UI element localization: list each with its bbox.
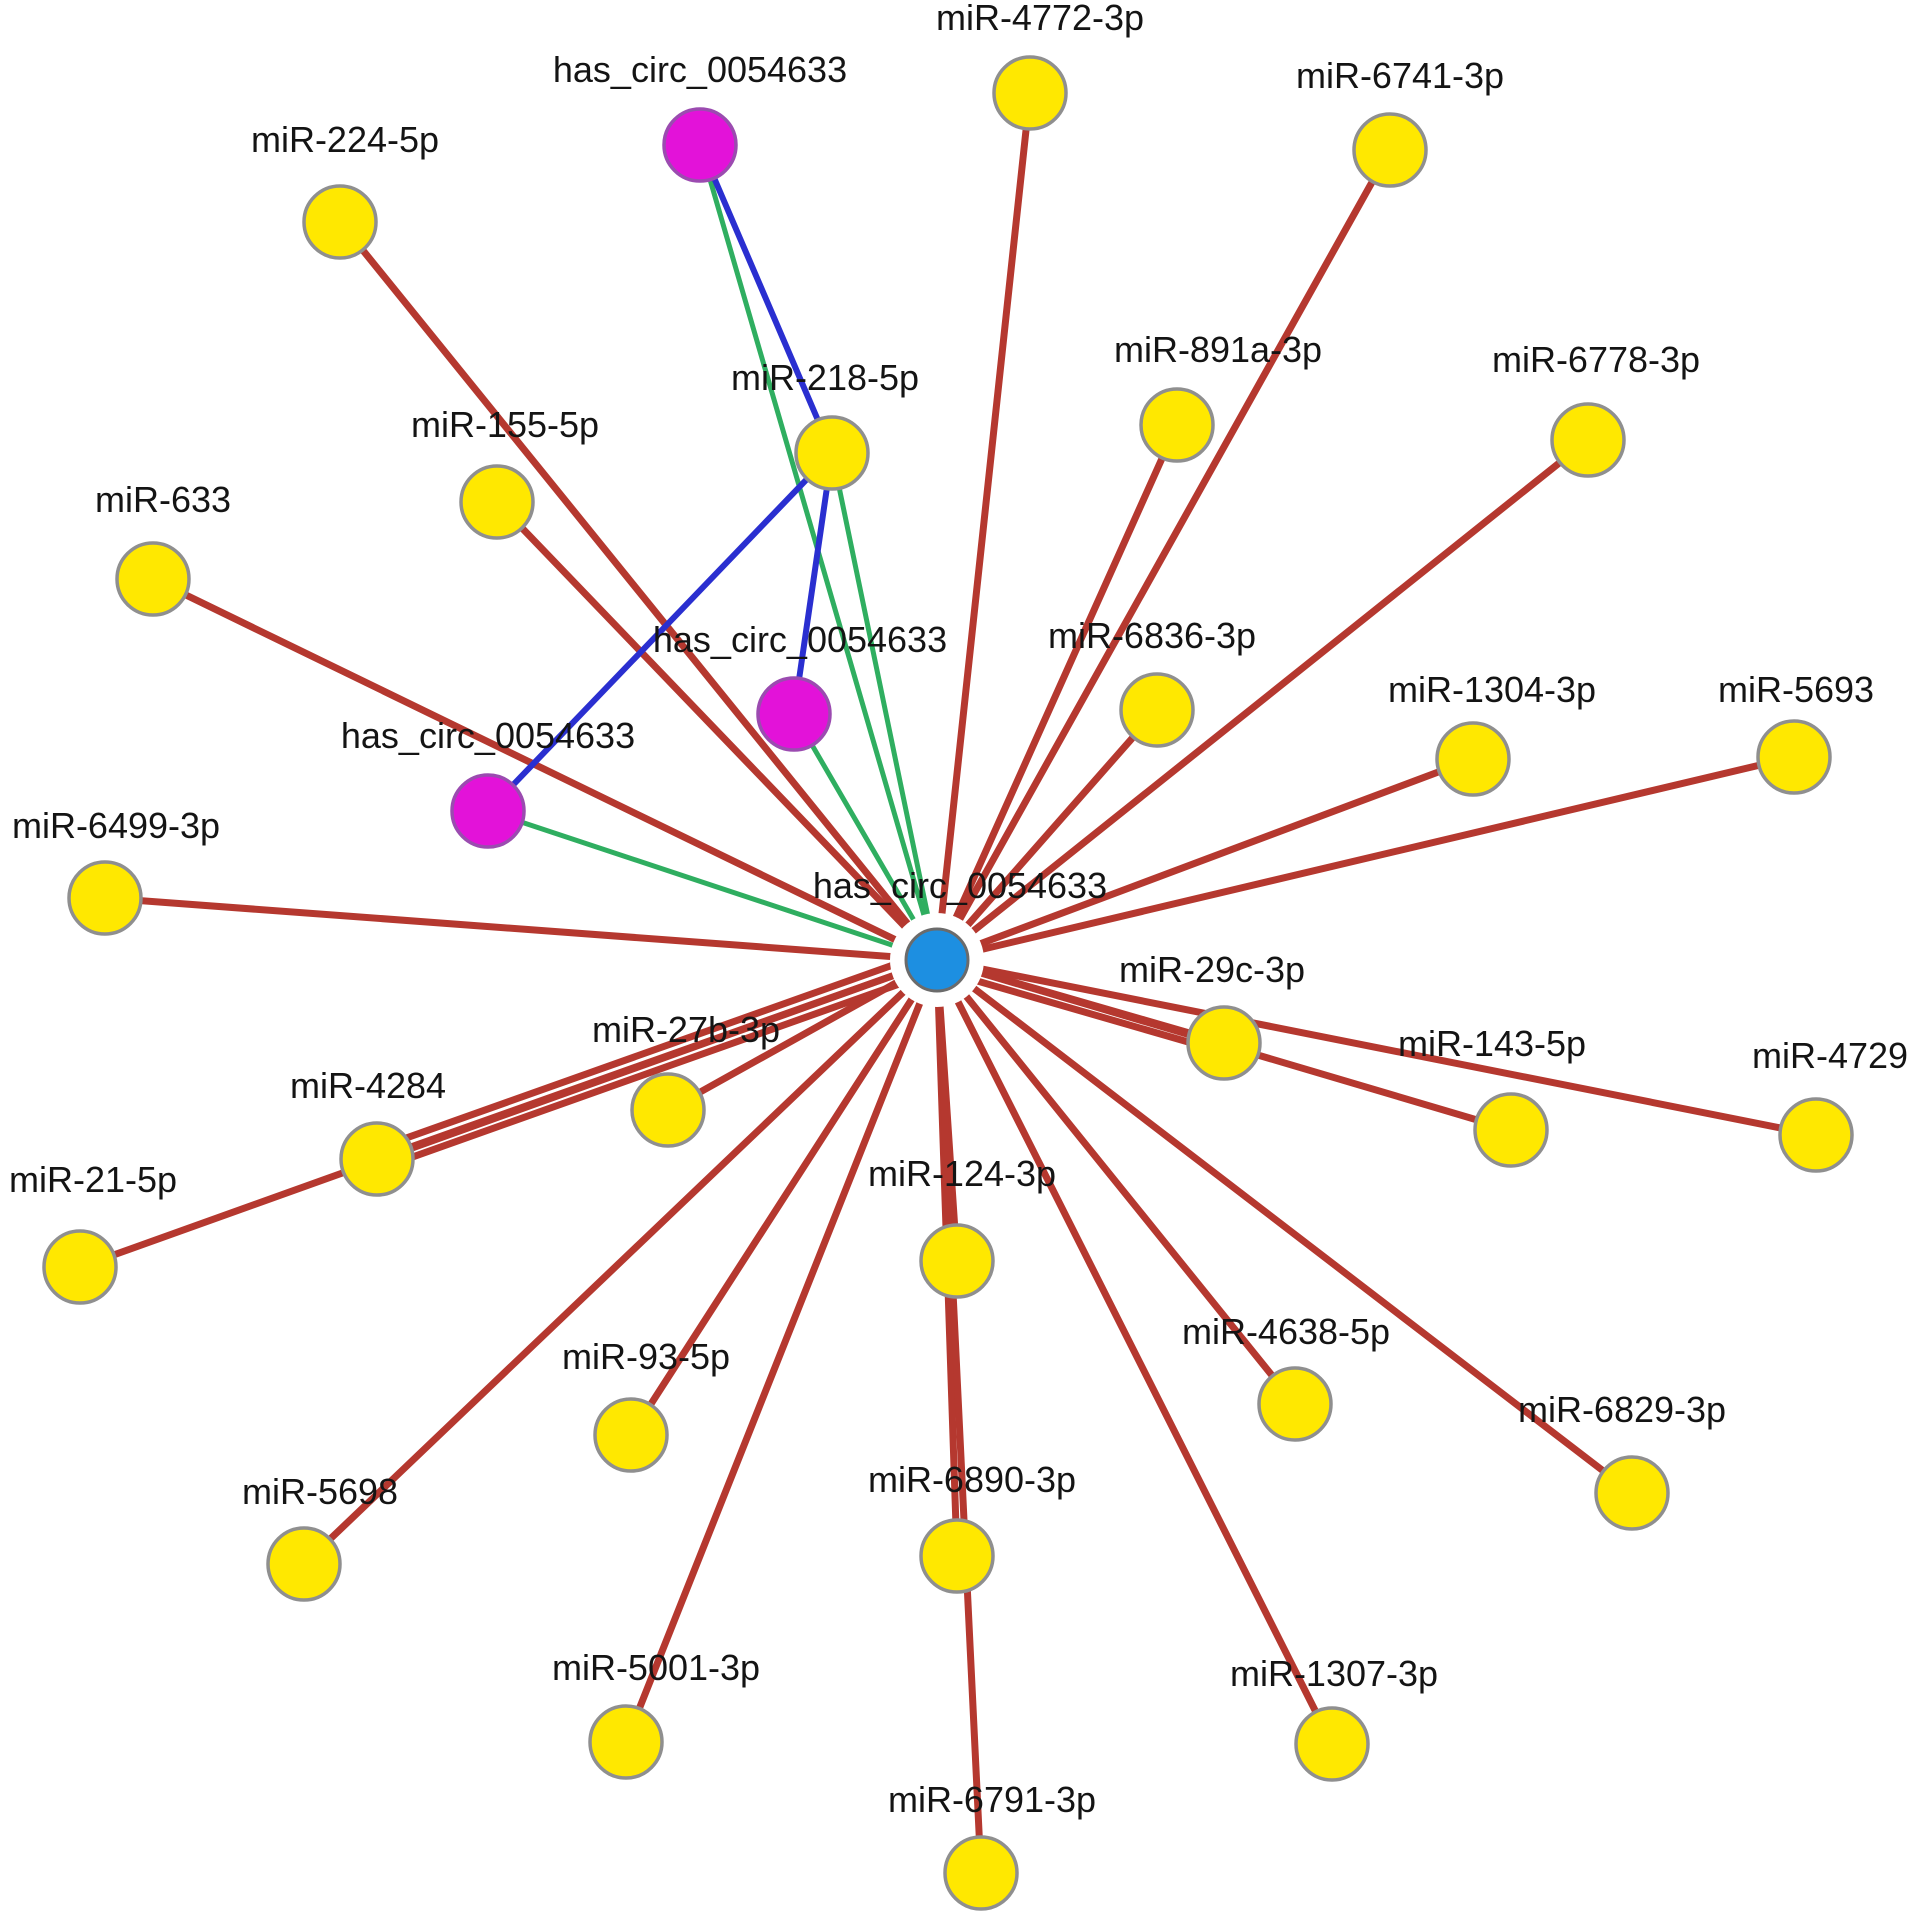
node-circ_top[interactable] — [662, 107, 738, 183]
node-m6778[interactable] — [1550, 402, 1626, 478]
edge-center-m6829-red — [933, 956, 1636, 1497]
edge-center-m6741-red — [933, 146, 1394, 964]
node-m5001[interactable] — [588, 1704, 664, 1780]
node-m21[interactable] — [42, 1229, 118, 1305]
node-m633[interactable] — [115, 541, 191, 617]
edge-circ_mid-m218-blue — [791, 450, 835, 717]
node-label-m143: miR-143-5p — [1398, 1023, 1586, 1064]
node-label-m93: miR-93-5p — [562, 1336, 730, 1377]
edge-center-m4772-red — [933, 89, 1034, 964]
node-m124[interactable] — [919, 1223, 995, 1299]
edge-center-m21-red — [76, 956, 941, 1271]
node-m5698[interactable] — [266, 1526, 342, 1602]
node-m4284[interactable] — [339, 1121, 415, 1197]
edge-center-m93-red — [627, 956, 941, 1439]
node-label-m1304: miR-1304-3p — [1388, 669, 1596, 710]
node-m6890[interactable] — [919, 1518, 995, 1594]
node-m6741[interactable] — [1352, 112, 1428, 188]
node-label-m6499: miR-6499-3p — [12, 805, 220, 846]
node-label-m218: miR-218-5p — [731, 357, 919, 398]
node-label-m29c: miR-29c-3p — [1119, 949, 1305, 990]
edge-center-m633-red — [149, 575, 941, 964]
node-m29c[interactable] — [1186, 1005, 1262, 1081]
node-label-m6778: miR-6778-3p — [1492, 339, 1700, 380]
edge-center-m891a-red — [933, 421, 1181, 964]
node-m93[interactable] — [593, 1397, 669, 1473]
node-m6791[interactable] — [943, 1835, 1019, 1911]
edge-center-m5698-red — [300, 956, 941, 1568]
node-m6836[interactable] — [1119, 672, 1195, 748]
node-m27b[interactable] — [630, 1072, 706, 1148]
node-label-m6791: miR-6791-3p — [888, 1779, 1096, 1820]
edge-center-m5693-red — [933, 753, 1798, 964]
edge-center-m5001-red — [622, 956, 941, 1746]
node-label-circ_mid: has_circ_0054633 — [653, 619, 947, 660]
edge-center-m1304-red — [933, 755, 1477, 964]
edge-center-m6791-red — [933, 956, 985, 1877]
node-m4638[interactable] — [1257, 1366, 1333, 1442]
node-label-m4729: miR-4729 — [1752, 1035, 1908, 1076]
node-label-m155: miR-155-5p — [411, 404, 599, 445]
node-m143[interactable] — [1473, 1092, 1549, 1168]
node-m891a[interactable] — [1139, 387, 1215, 463]
edge-center-m4284-red — [376, 965, 944, 1172]
node-label-m124: miR-124-3p — [868, 1153, 1056, 1194]
node-label-m4638: miR-4638-5p — [1182, 1311, 1390, 1352]
node-m6829[interactable] — [1594, 1455, 1670, 1531]
node-label-m6836: miR-6836-3p — [1048, 615, 1256, 656]
node-label-circ_top: has_circ_0054633 — [553, 49, 847, 90]
node-label-m6890: miR-6890-3p — [868, 1459, 1076, 1500]
edge-center-m224-red — [336, 218, 941, 964]
node-label-m21: miR-21-5p — [9, 1159, 177, 1200]
node-label-m633: miR-633 — [95, 479, 231, 520]
node-label-m891a: miR-891a-3p — [1114, 329, 1322, 370]
node-circ_mid[interactable] — [756, 676, 832, 752]
node-label-m4284: miR-4284 — [290, 1065, 446, 1106]
node-label-m5693: miR-5693 — [1718, 669, 1874, 710]
node-m5693[interactable] — [1756, 719, 1832, 795]
node-m4772[interactable] — [992, 55, 1068, 131]
edge-center-circ_left-green — [485, 808, 940, 963]
edge-center-m4284-red — [370, 947, 938, 1154]
edge-center-m29c-red — [930, 965, 1225, 1056]
node-label-circ_left: has_circ_0054633 — [341, 715, 635, 756]
node-label-m4772: miR-4772-3p — [936, 0, 1144, 38]
edge-center-circ_mid-green — [791, 711, 940, 963]
edge-circ_left-m218-blue — [485, 450, 835, 814]
node-m4729[interactable] — [1778, 1097, 1854, 1173]
node-m155[interactable] — [459, 464, 535, 540]
node-label-m27b: miR-27b-3p — [592, 1009, 780, 1050]
node-center[interactable] — [904, 927, 970, 993]
node-label-m6741: miR-6741-3p — [1296, 55, 1504, 96]
edge-center-m155-red — [493, 498, 941, 964]
node-label-m6829: miR-6829-3p — [1518, 1389, 1726, 1430]
edge-center-m4638-red — [933, 956, 1299, 1408]
edge-center-m4729-red — [933, 956, 1820, 1139]
node-label-m1307: miR-1307-3p — [1230, 1653, 1438, 1694]
edge-center-m6836-red — [933, 706, 1161, 964]
edge-center-m6499-red — [101, 894, 941, 964]
node-label-m5001: miR-5001-3p — [552, 1647, 760, 1688]
node-label-m224: miR-224-5p — [251, 119, 439, 160]
edge-circ_top-m218-blue — [697, 142, 835, 456]
node-m224[interactable] — [302, 184, 378, 260]
edge-center-m218-green — [829, 450, 940, 963]
edge-center-m1307-red — [933, 956, 1336, 1748]
node-m218[interactable] — [794, 415, 870, 491]
node-circ_left[interactable] — [450, 773, 526, 849]
node-label-m5698: miR-5698 — [242, 1471, 398, 1512]
node-m6499[interactable] — [67, 860, 143, 936]
edge-center-m6778-red — [933, 436, 1592, 964]
node-label-center: has_circ_0054633 — [813, 865, 1107, 906]
node-m1307[interactable] — [1294, 1706, 1370, 1782]
node-m1304[interactable] — [1435, 721, 1511, 797]
